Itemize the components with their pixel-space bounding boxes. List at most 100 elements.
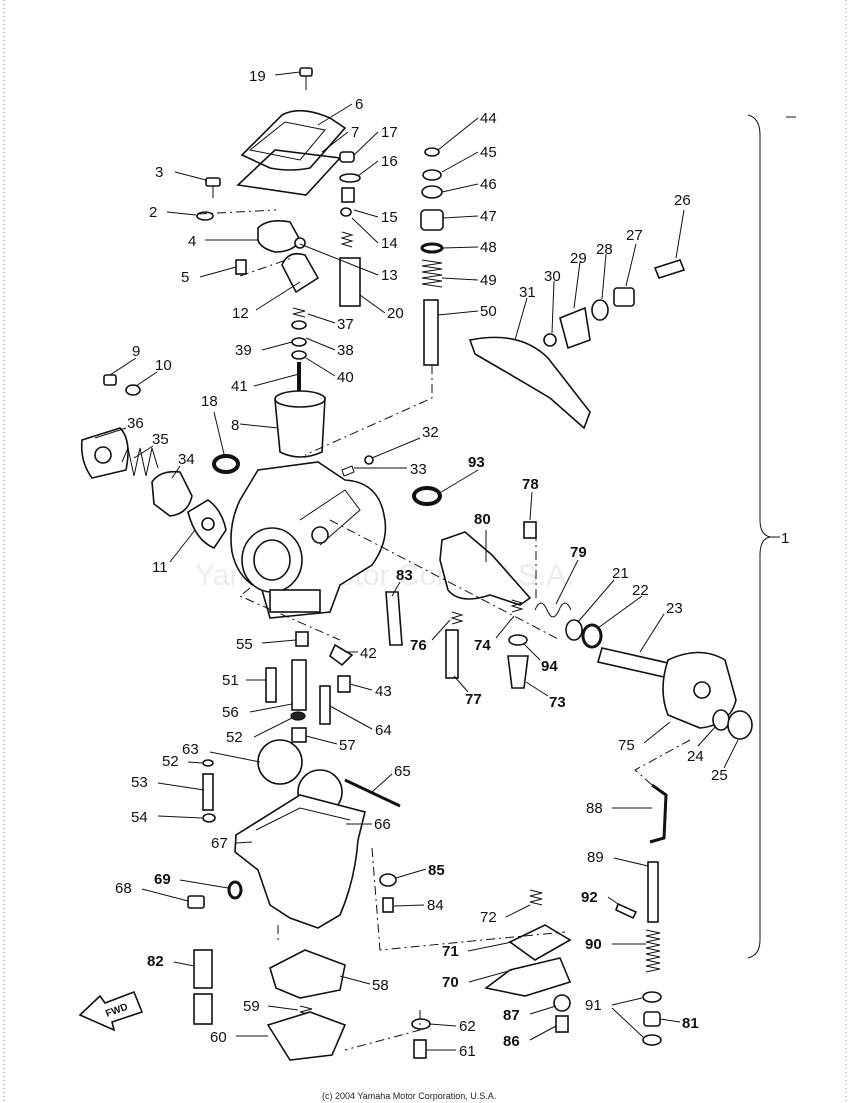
callout-21: 21 bbox=[577, 565, 629, 623]
callout-58: 58 bbox=[339, 975, 389, 994]
svg-text:94: 94 bbox=[541, 658, 558, 675]
svg-text:69: 69 bbox=[154, 871, 171, 888]
svg-text:90: 90 bbox=[585, 936, 602, 953]
callout-44: 44 bbox=[437, 110, 497, 151]
callout-68: 68 bbox=[115, 880, 189, 902]
callout-89: 89 bbox=[587, 849, 649, 867]
group-label: 1 bbox=[781, 530, 789, 547]
svg-text:91: 91 bbox=[585, 997, 602, 1014]
svg-text:45: 45 bbox=[480, 144, 497, 161]
svg-text:65: 65 bbox=[394, 763, 411, 780]
callout-48: 48 bbox=[441, 239, 497, 256]
callout-6: 6 bbox=[317, 96, 363, 126]
callout-51: 51 bbox=[222, 672, 266, 689]
callout-62: 62 bbox=[429, 1018, 476, 1035]
callout-64: 64 bbox=[329, 705, 392, 739]
svg-text:78: 78 bbox=[522, 476, 539, 493]
svg-text:32: 32 bbox=[422, 424, 439, 441]
callout-32: 32 bbox=[371, 424, 439, 459]
callouts: 19 6 7 17 16 3 2 15 4 14 13 5 12 20 37 3… bbox=[94, 68, 739, 1060]
callout-83: 83 bbox=[391, 567, 413, 597]
callout-18: 18 bbox=[201, 393, 225, 455]
svg-text:8: 8 bbox=[231, 417, 239, 434]
svg-text:48: 48 bbox=[480, 239, 497, 256]
svg-text:63: 63 bbox=[182, 741, 199, 758]
callout-93: 93 bbox=[437, 454, 485, 495]
svg-text:34: 34 bbox=[178, 451, 195, 468]
svg-text:7: 7 bbox=[351, 124, 359, 141]
svg-text:22: 22 bbox=[632, 582, 649, 599]
svg-text:36: 36 bbox=[127, 415, 144, 432]
callout-81: 81 bbox=[659, 1015, 699, 1032]
callout-8: 8 bbox=[231, 417, 279, 434]
svg-text:4: 4 bbox=[188, 233, 196, 250]
svg-text:13: 13 bbox=[381, 267, 398, 284]
callout-3: 3 bbox=[155, 164, 207, 181]
callout-50: 50 bbox=[437, 303, 497, 320]
svg-text:61: 61 bbox=[459, 1043, 476, 1060]
svg-text:28: 28 bbox=[596, 241, 613, 258]
callout-60: 60 bbox=[210, 1029, 268, 1046]
svg-text:35: 35 bbox=[152, 431, 169, 448]
callout-73: 73 bbox=[525, 681, 566, 711]
svg-text:82: 82 bbox=[147, 953, 164, 970]
callout-15: 15 bbox=[353, 209, 398, 226]
callout-84: 84 bbox=[393, 897, 444, 914]
callout-7: 7 bbox=[321, 124, 359, 153]
callout-14: 14 bbox=[351, 217, 398, 252]
svg-text:75: 75 bbox=[618, 737, 635, 754]
callout-27: 27 bbox=[625, 227, 643, 287]
svg-text:15: 15 bbox=[381, 209, 398, 226]
svg-text:74: 74 bbox=[474, 637, 491, 654]
svg-text:31: 31 bbox=[519, 284, 536, 301]
svg-text:56: 56 bbox=[222, 704, 239, 721]
callout-46: 46 bbox=[441, 176, 497, 193]
svg-text:50: 50 bbox=[480, 303, 497, 320]
callout-61: 61 bbox=[426, 1043, 476, 1060]
callout-25: 25 bbox=[711, 739, 739, 784]
svg-text:49: 49 bbox=[480, 272, 497, 289]
callout-72: 72 bbox=[480, 904, 531, 926]
svg-text:6: 6 bbox=[355, 96, 363, 113]
svg-text:64: 64 bbox=[375, 722, 392, 739]
callout-39: 39 bbox=[235, 341, 293, 359]
callout-57: 57 bbox=[305, 735, 356, 754]
svg-text:58: 58 bbox=[372, 977, 389, 994]
callout-17: 17 bbox=[353, 124, 398, 156]
svg-text:3: 3 bbox=[155, 164, 163, 181]
callout-41: 41 bbox=[231, 373, 300, 395]
svg-text:77: 77 bbox=[465, 691, 482, 708]
callout-34: 34 bbox=[171, 451, 195, 479]
callout-49: 49 bbox=[441, 272, 497, 289]
svg-text:85: 85 bbox=[428, 862, 445, 879]
callout-38: 38 bbox=[305, 337, 354, 359]
callout-87: 87 bbox=[503, 1005, 557, 1024]
svg-text:30: 30 bbox=[544, 268, 561, 285]
callout-82: 82 bbox=[147, 953, 195, 970]
callout-29: 29 bbox=[570, 250, 587, 309]
svg-text:17: 17 bbox=[381, 124, 398, 141]
callout-28: 28 bbox=[596, 241, 613, 300]
callout-22: 22 bbox=[597, 582, 649, 629]
callout-4: 4 bbox=[188, 233, 258, 250]
callout-56: 56 bbox=[222, 703, 293, 721]
svg-text:86: 86 bbox=[503, 1033, 520, 1050]
callout-54: 54 bbox=[131, 809, 203, 826]
callout-70: 70 bbox=[442, 969, 513, 991]
svg-text:21: 21 bbox=[612, 565, 629, 582]
svg-text:54: 54 bbox=[131, 809, 148, 826]
callout-52-lower: 52 bbox=[162, 753, 203, 770]
svg-text:68: 68 bbox=[115, 880, 132, 897]
callout-5: 5 bbox=[181, 266, 237, 286]
callout-77: 77 bbox=[453, 675, 482, 708]
callout-55: 55 bbox=[236, 636, 297, 653]
svg-text:89: 89 bbox=[587, 849, 604, 866]
callout-88: 88 bbox=[586, 800, 652, 817]
callout-37: 37 bbox=[307, 313, 354, 333]
svg-text:42: 42 bbox=[360, 645, 377, 662]
fwd-arrow-icon: FWD bbox=[78, 990, 144, 1032]
svg-text:47: 47 bbox=[480, 208, 497, 225]
footer-copyright: (c) 2004 Yamaha Motor Corporation, U.S.A… bbox=[322, 1091, 496, 1101]
callout-11: 11 bbox=[152, 529, 196, 576]
svg-text:29: 29 bbox=[570, 250, 587, 267]
